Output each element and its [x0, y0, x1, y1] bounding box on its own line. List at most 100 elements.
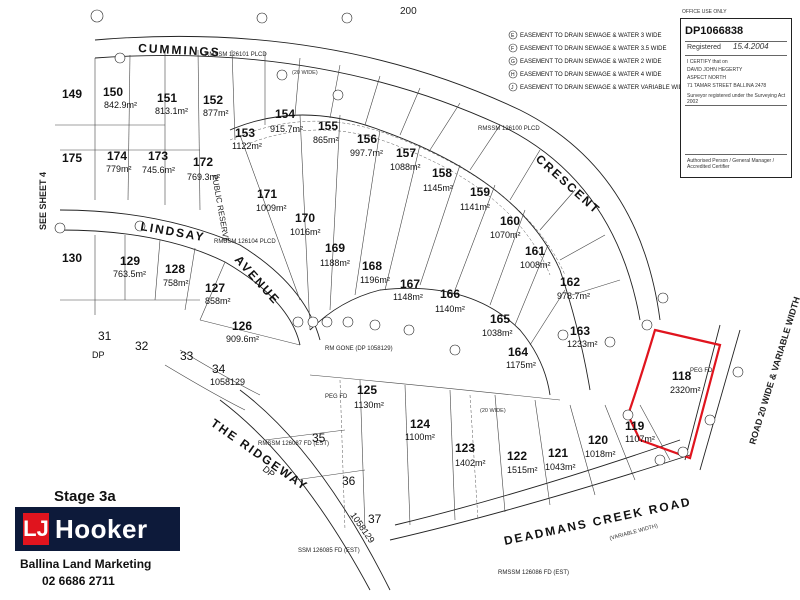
mark-peg-fd-125: PEG FD [325, 394, 348, 400]
lower-left-lot-dividers [60, 235, 301, 411]
lot-169-area: 1188m² [320, 258, 350, 268]
see-sheet-4: SEE SHEET 4 [38, 172, 48, 230]
lot-150[interactable]: 150 [103, 85, 123, 99]
lot-124[interactable]: 124 [410, 417, 430, 431]
lot-161[interactable]: 161 [525, 244, 545, 258]
svg-text:F: F [511, 46, 514, 52]
lower-right-lot-dividers [264, 374, 671, 531]
lot-156[interactable]: 156 [357, 132, 377, 146]
lot-170[interactable]: 170 [295, 211, 315, 225]
lot-127[interactable]: 127 [205, 281, 225, 295]
lot-171[interactable]: 171 [257, 187, 277, 201]
lot-35[interactable]: 35 [312, 431, 326, 445]
lot-121[interactable]: 121 [548, 446, 568, 460]
lot-175[interactable]: 175 [62, 151, 82, 165]
mark-ssm-126085: SSM 126085 FD (EST) [298, 548, 360, 554]
lot-152[interactable]: 152 [203, 93, 223, 107]
lj-hooker-logo: LJ Hooker [15, 507, 180, 551]
cummings-road-outer-boundary [94, 35, 661, 321]
lot-159[interactable]: 159 [470, 185, 490, 199]
lot-167[interactable]: 167 [400, 277, 420, 291]
lot-162[interactable]: 162 [560, 275, 580, 289]
lot-37[interactable]: 37 [368, 512, 382, 526]
svg-text:E: E [511, 33, 515, 39]
lot-128[interactable]: 128 [165, 262, 185, 276]
lot-169[interactable]: 169 [325, 241, 345, 255]
lot-128-area: 758m² [163, 278, 189, 288]
lot-166[interactable]: 166 [440, 287, 460, 301]
lot-164[interactable]: 164 [508, 345, 528, 359]
lot-130[interactable]: 130 [62, 251, 82, 265]
lot-122-area: 1515m² [507, 465, 538, 475]
lot-34[interactable]: 34 [212, 362, 226, 376]
lot-156-area: 997.7m² [350, 148, 383, 158]
dp-label-left: DP [92, 350, 105, 360]
office-use-label: OFFICE USE ONLY [682, 9, 727, 15]
lot-119[interactable]: 119 [625, 419, 645, 433]
lot-33[interactable]: 33 [180, 349, 194, 363]
lot-124-area: 1100m² [405, 432, 435, 442]
lot-118-highlight[interactable] [626, 328, 722, 460]
legend-h: EASEMENT TO DRAIN SEWAGE & WATER 4 WIDE [520, 72, 661, 78]
lot-153[interactable]: 153 [235, 126, 255, 140]
legend-g: EASEMENT TO DRAIN SEWAGE & WATER 2 WIDE [520, 59, 661, 65]
lot-157[interactable]: 157 [396, 146, 416, 160]
lot-151[interactable]: 151 [157, 91, 177, 105]
svg-text:H: H [511, 72, 515, 78]
cummings-road-inner-boundary [94, 54, 641, 321]
lot-173-area: 745.6m² [142, 165, 175, 175]
lot-154-area: 915.7m² [270, 124, 303, 134]
lot-163[interactable]: 163 [570, 324, 590, 338]
mark-rm-gone: RM GONE (DP 1058129) [325, 346, 393, 352]
lot-165[interactable]: 165 [490, 312, 510, 326]
lot-31[interactable]: 31 [98, 329, 112, 343]
title-note-5: Surveyor registered under the Surveying … [687, 93, 786, 105]
lot-172[interactable]: 172 [193, 155, 213, 169]
lindsay-avenue-inner-boundary [59, 229, 301, 346]
lot-122[interactable]: 122 [507, 449, 527, 463]
agency-phone[interactable]: 02 6686 2711 [42, 574, 115, 588]
lot-123[interactable]: 123 [455, 441, 475, 455]
lot-125[interactable]: 125 [357, 383, 377, 397]
mark-rmssm-126100: RMSSM 126100 PLCD [478, 126, 540, 132]
lot-149[interactable]: 149 [62, 87, 82, 101]
lot-153-area: 1122m² [232, 141, 262, 151]
lot-163-area: 1233m² [567, 339, 598, 349]
lot-125-area: 1130m² [354, 400, 384, 410]
lot-129-area: 763.5m² [113, 269, 146, 279]
easement-legend: E EASEMENT TO DRAIN SEWAGE & WATER 3 WID… [508, 30, 691, 92]
lot-158[interactable]: 158 [432, 166, 452, 180]
title-note-4: 71 TAMAR STREET BALLINA 2478 [687, 83, 767, 89]
street-road-20: ROAD 20 WIDE & VARIABLE WIDTH [747, 296, 800, 446]
logo-wordmark: Hooker [55, 513, 148, 544]
crescent-20-wide: (20 WIDE) [480, 408, 506, 414]
lot-174[interactable]: 174 [107, 149, 127, 163]
registered-date: 15.4.2004 [733, 42, 769, 51]
lot-36[interactable]: 36 [342, 474, 356, 488]
lot-123-area: 1402m² [455, 458, 486, 468]
lot-118[interactable]: 118 [672, 369, 692, 383]
lot-152-area: 877m² [203, 108, 229, 118]
street-the-ridgeway: THE RIDGEWAY [208, 416, 311, 494]
cummings-20-wide: (20 WIDE) [292, 70, 318, 76]
lot-161-area: 1008m² [520, 260, 551, 270]
lot-126[interactable]: 126 [232, 319, 252, 333]
lot-155[interactable]: 155 [318, 119, 338, 133]
title-note-1: I CERTIFY that on [687, 59, 728, 65]
lot-200-label: 200 [400, 6, 417, 17]
lot-154[interactable]: 154 [275, 107, 295, 121]
lot-168[interactable]: 168 [362, 259, 382, 273]
lot-173[interactable]: 173 [148, 149, 168, 163]
lot-160[interactable]: 160 [500, 214, 520, 228]
lot-32[interactable]: 32 [135, 339, 149, 353]
lot-129[interactable]: 129 [120, 254, 140, 268]
deadmans-creek-inner-boundary [394, 439, 681, 526]
agency-name: Ballina Land Marketing [20, 557, 152, 571]
legend-f: EASEMENT TO DRAIN SEWAGE & WATER 3.5 WID… [520, 46, 666, 52]
street-cummings: CUMMINGS [138, 41, 221, 59]
deadmans-creek-outer-boundary [389, 454, 691, 541]
crescent-inner-boundary [309, 287, 551, 396]
inner-ring-lot-dividers [239, 114, 566, 346]
registered-label: Registered [687, 44, 721, 51]
lot-120[interactable]: 120 [588, 433, 608, 447]
